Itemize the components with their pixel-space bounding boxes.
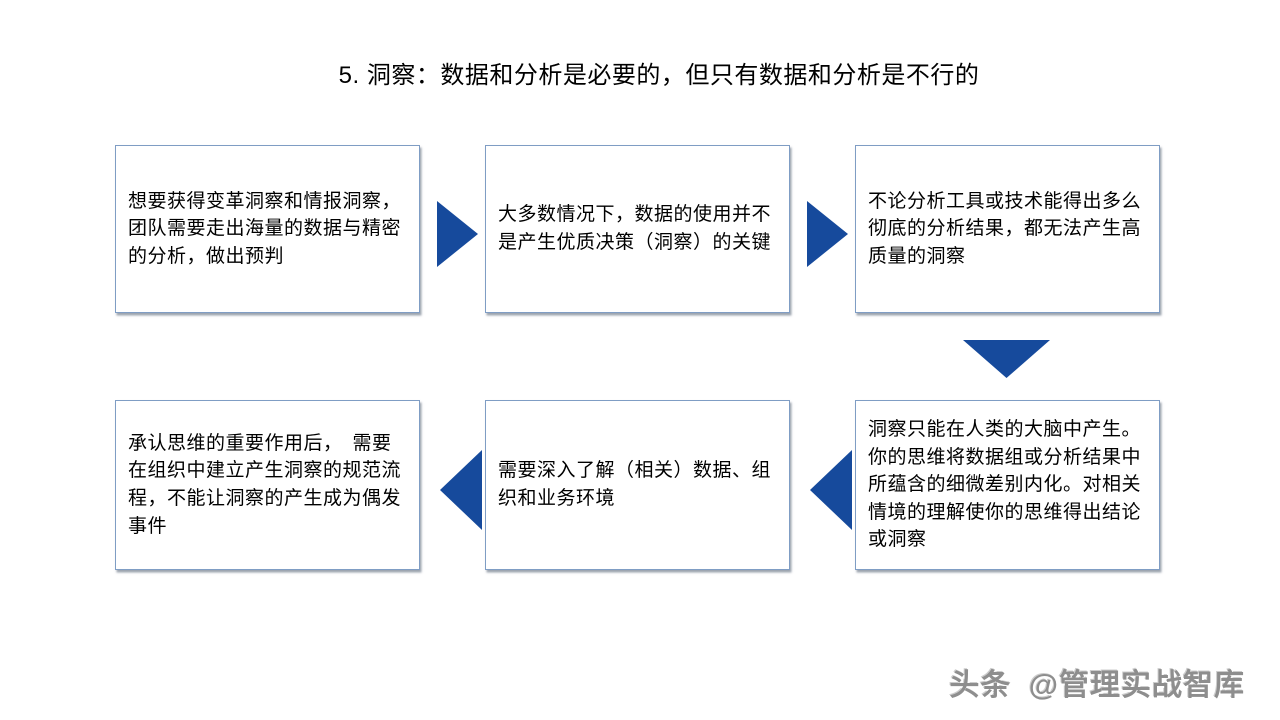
page-title: 5. 洞察：数据和分析是必要的，但只有数据和分析是不行的 [338, 62, 980, 89]
flow-box-step-5: 需要深入了解（相关）数据、组织和业务环境 [485, 400, 790, 570]
arrow-left-icon [810, 450, 852, 530]
flow-box-step-1-text: 想要获得变革洞察和情报洞察，团队需要走出海量的数据与精密的分析，做出预判 [128, 190, 402, 267]
watermark: 头条 @管理实战智库 [949, 660, 1245, 704]
flow-box-step-6: 承认思维的重要作用后， 需要在组织中建立产生洞察的规范流程，不能让洞察的产生成为… [115, 400, 420, 570]
watermark-brand: 头条 [949, 669, 1012, 702]
arrow-right-icon [807, 201, 848, 267]
flow-box-step-3: 不论分析工具或技术能得出多么彻底的分析结果，都无法产生高质量的洞察 [855, 145, 1160, 313]
flow-box-step-5-text: 需要深入了解（相关）数据、组织和业务环境 [498, 460, 772, 509]
watermark-handle: @管理实战智库 [1028, 669, 1245, 702]
arrow-left-icon [440, 450, 482, 530]
flow-box-step-1: 想要获得变革洞察和情报洞察，团队需要走出海量的数据与精密的分析，做出预判 [115, 145, 420, 313]
flow-box-step-4: 洞察只能在人类的大脑中产生。你的思维将数据组或分析结果中所蕴含的细微差别内化。对… [855, 400, 1160, 570]
flow-box-step-3-text: 不论分析工具或技术能得出多么彻底的分析结果，都无法产生高质量的洞察 [868, 190, 1142, 267]
flow-box-step-2-text: 大多数情况下，数据的使用并不是产生优质决策（洞察）的关键 [498, 204, 772, 253]
flow-box-step-6-text: 承认思维的重要作用后， 需要在组织中建立产生洞察的规范流程，不能让洞察的产生成为… [128, 432, 402, 537]
arrow-down-icon [963, 340, 1050, 378]
flow-box-step-2: 大多数情况下，数据的使用并不是产生优质决策（洞察）的关键 [485, 145, 790, 313]
flow-box-step-4-text: 洞察只能在人类的大脑中产生。你的思维将数据组或分析结果中所蕴含的细微差别内化。对… [868, 419, 1142, 551]
arrow-right-icon [437, 201, 478, 267]
